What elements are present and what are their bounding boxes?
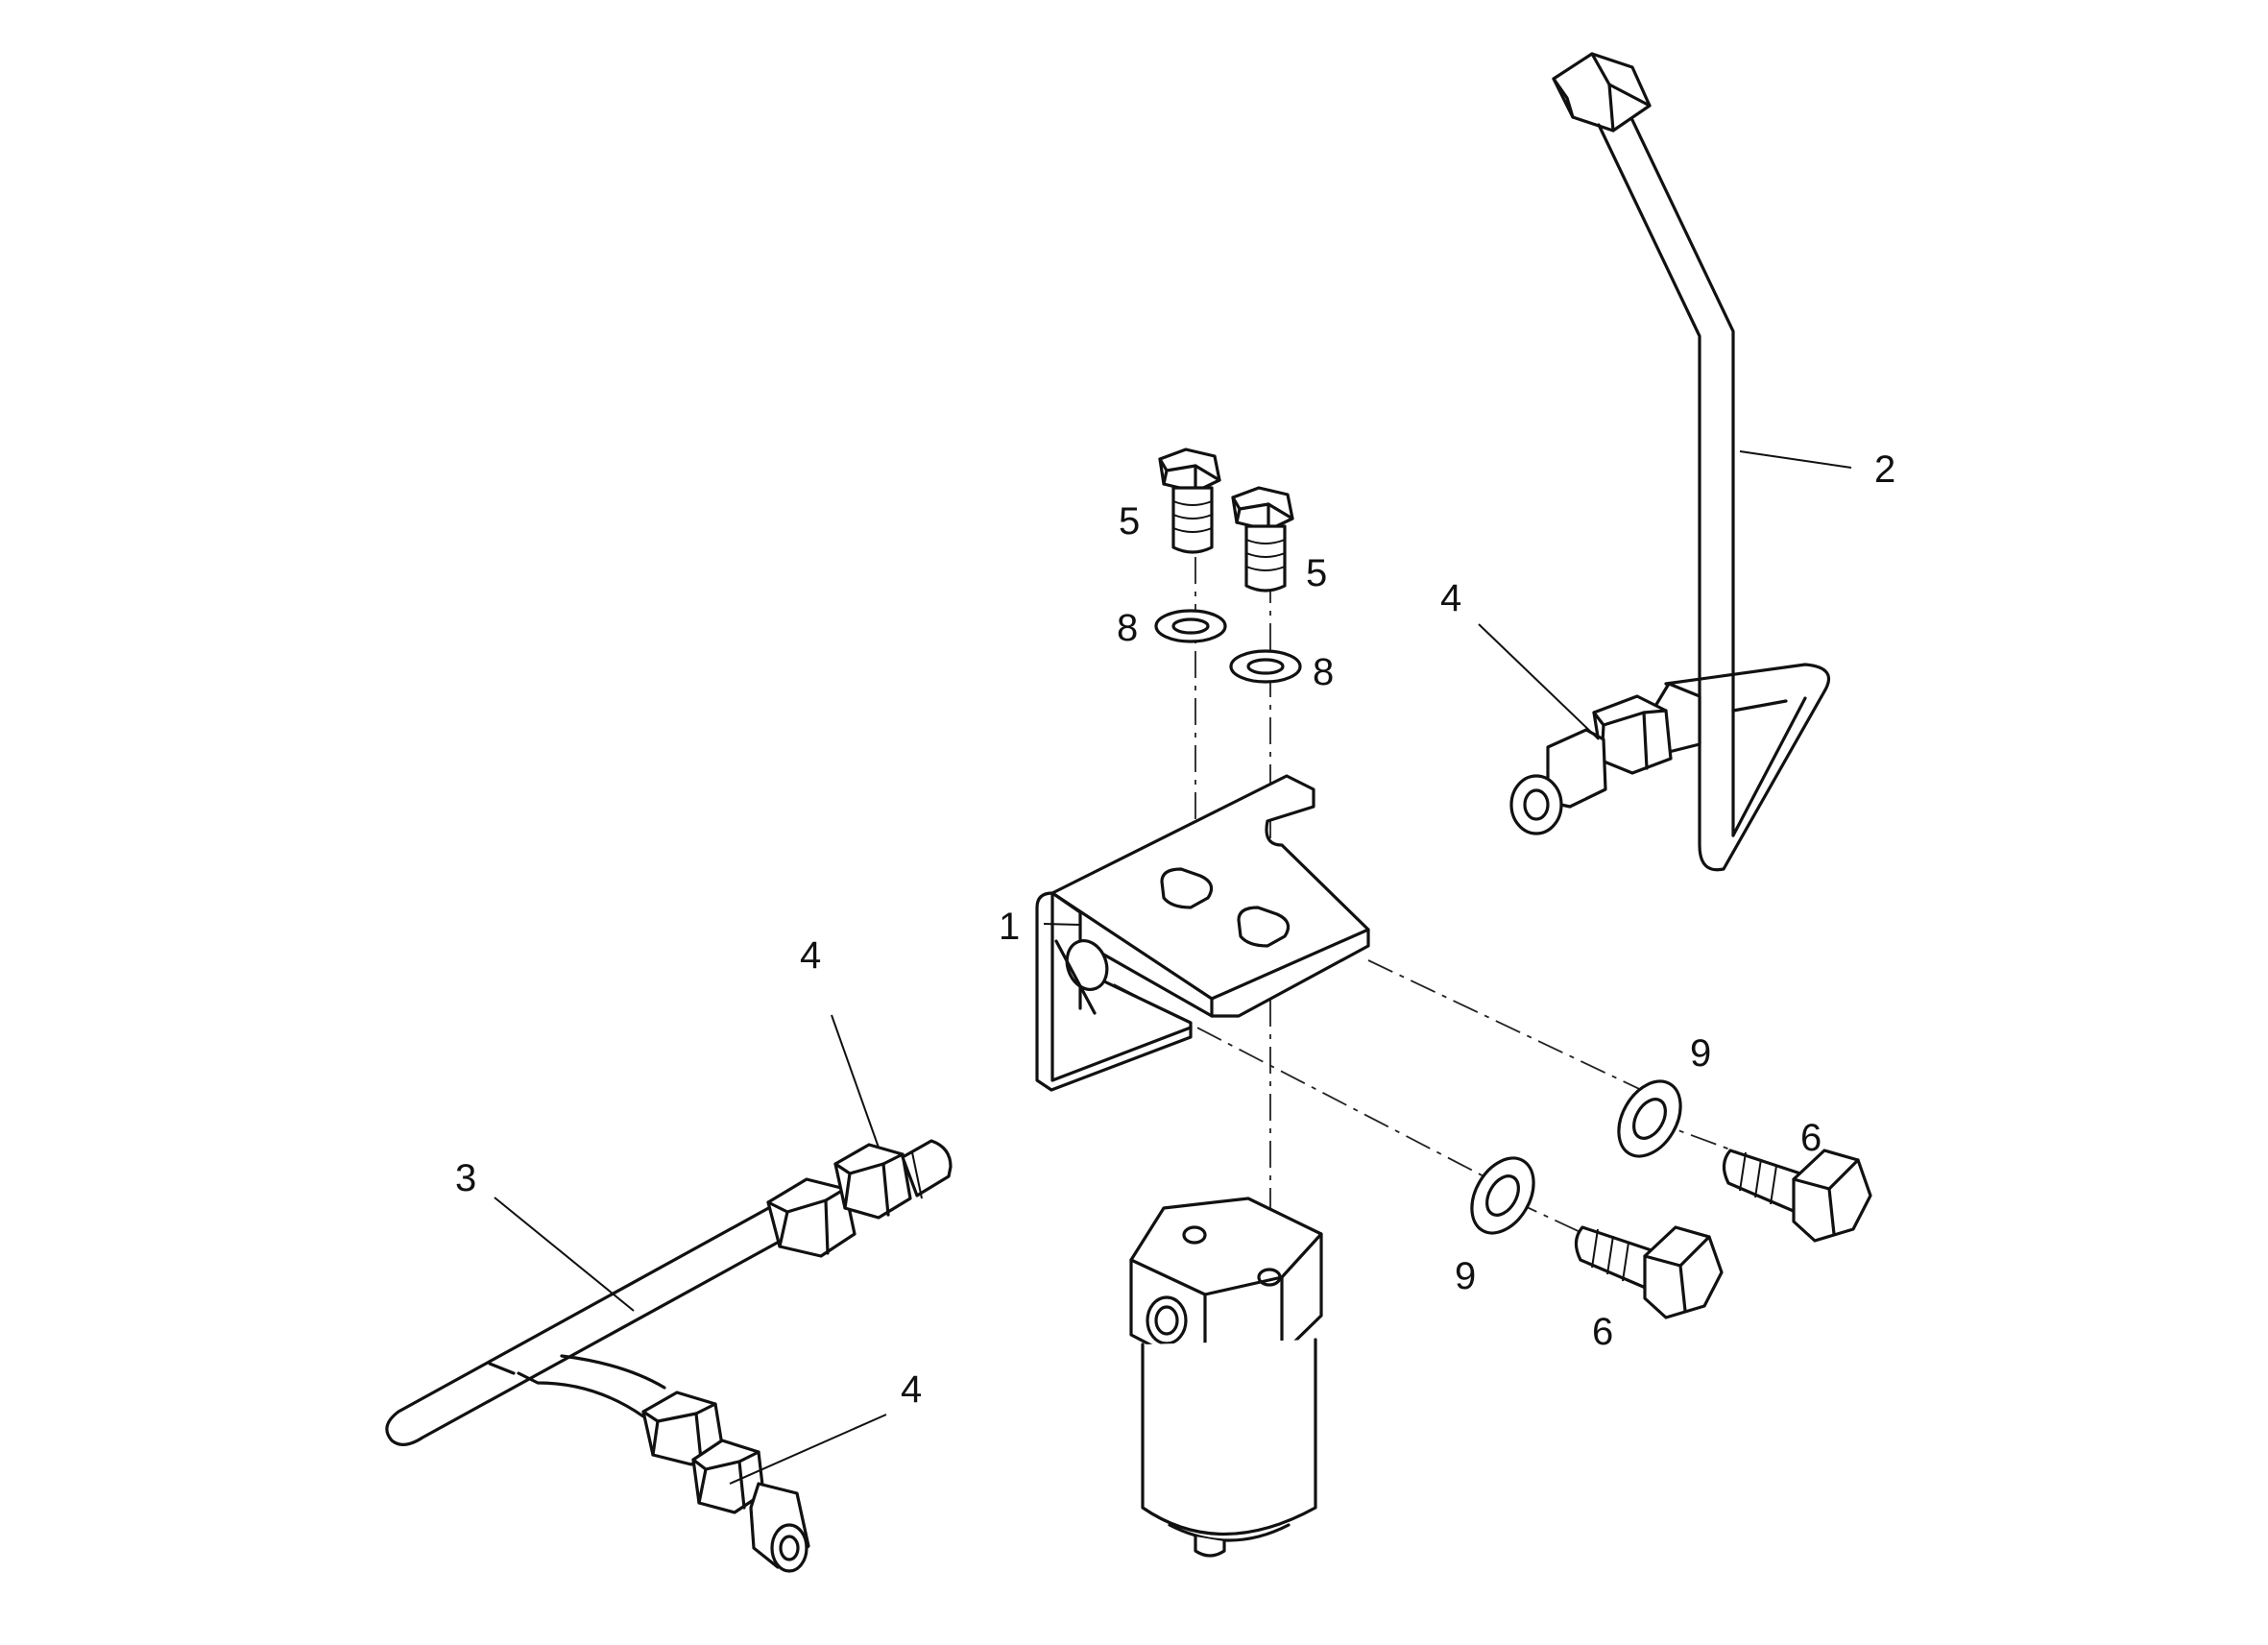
washer-top-left [1154,609,1227,643]
callout-3: 3 [455,1157,476,1199]
callout-8-right: 8 [1313,651,1334,693]
washer-side-left [1470,1156,1535,1235]
callout-4-lower-top: 4 [800,934,821,977]
callout-5-left: 5 [1119,500,1140,543]
bracket [1035,774,1370,1092]
callout-labels: 1 2 3 4 4 4 5 5 6 6 8 8 9 9 [455,448,1895,1411]
fitting-lower-top [766,1139,953,1258]
callout-9-left: 9 [1455,1255,1476,1297]
washer-side-right [1617,1079,1682,1158]
fitting-upper [1509,682,1701,835]
callout-4-lower-bottom: 4 [901,1368,922,1411]
callout-2: 2 [1874,448,1895,491]
bolt-side-left [1574,1225,1724,1319]
callout-8-left: 8 [1117,607,1138,649]
callout-5-right: 5 [1306,552,1327,594]
pipe-lower [385,1198,804,1446]
callout-1: 1 [999,906,1020,948]
washer-top-right [1229,649,1302,684]
bolt-top-right [1231,486,1294,593]
leader-lines [494,450,1852,1485]
callout-4-upper: 4 [1440,577,1461,619]
bolt-side-right [1722,1149,1872,1243]
filter-bowl [1141,1338,1317,1558]
fitting-lower-bottom [641,1391,810,1573]
callout-6-left: 6 [1592,1311,1613,1353]
pipe-upper [1552,52,1830,872]
callout-9-right: 9 [1690,1032,1711,1075]
bolt-top-left [1158,448,1221,554]
callout-6-right: 6 [1800,1117,1822,1159]
